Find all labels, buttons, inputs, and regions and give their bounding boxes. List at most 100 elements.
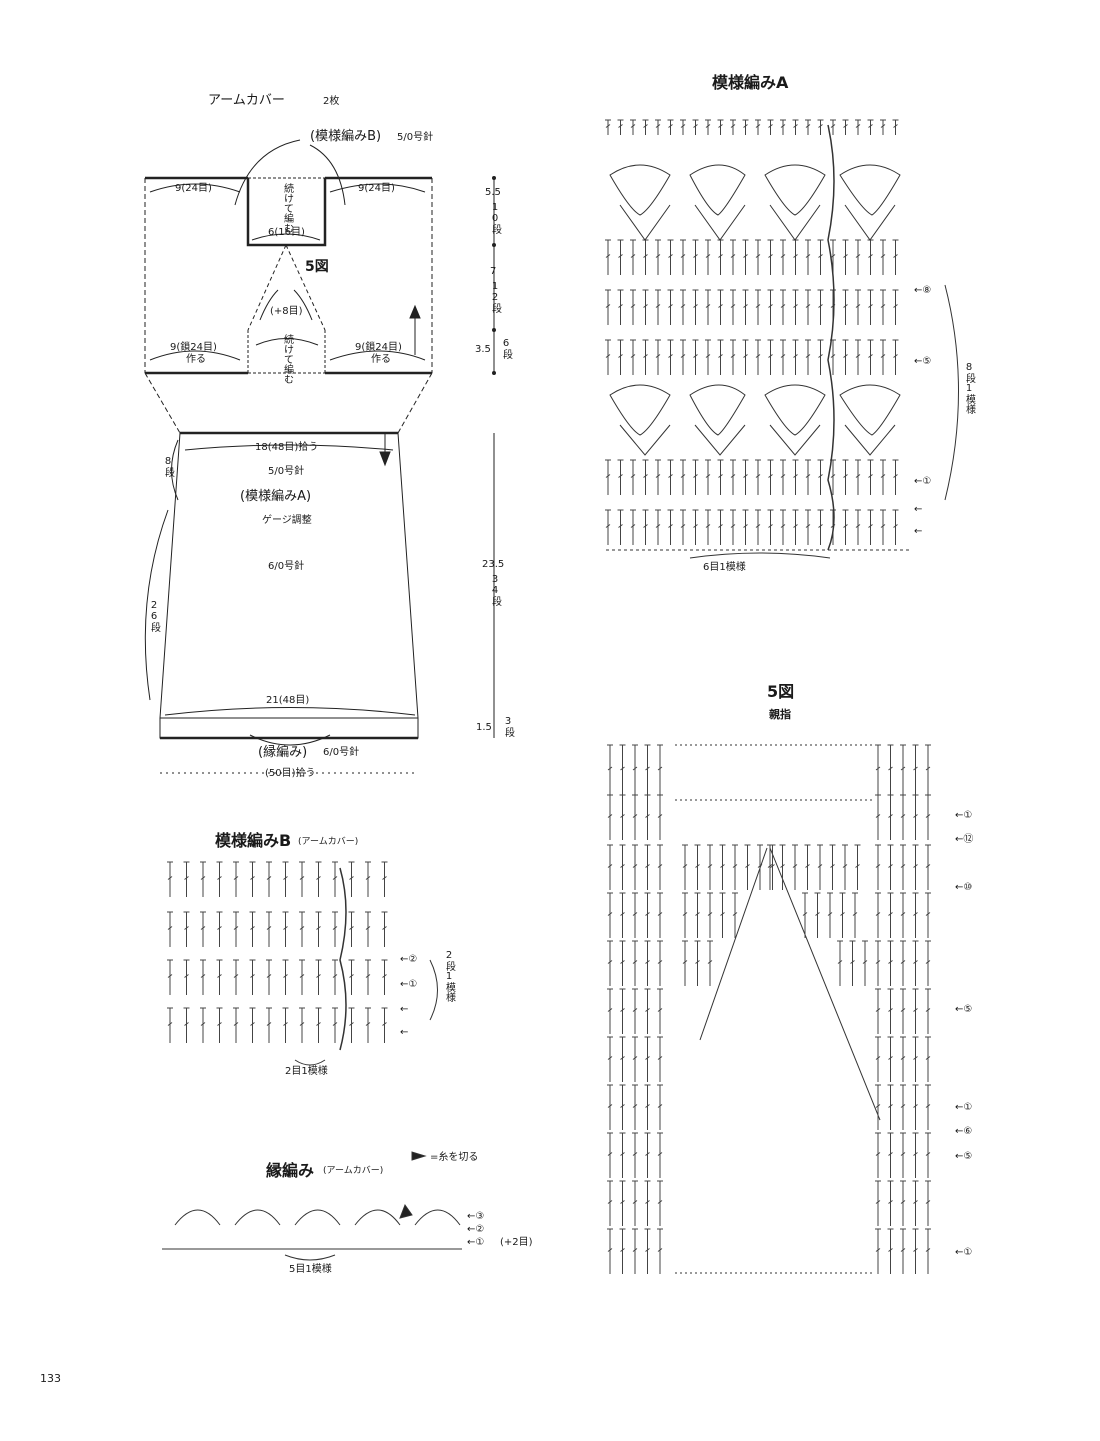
stitch-symbol [655, 459, 661, 495]
stitch-symbol [707, 940, 713, 986]
stitch-symbol [887, 1084, 894, 1130]
stitch-symbol [692, 509, 699, 545]
stitch-symbol [630, 459, 636, 495]
stitch-symbol [925, 988, 931, 1034]
stitch-symbol [619, 1036, 626, 1082]
stitch-symbol [842, 509, 849, 545]
stitch-symbol [912, 744, 919, 795]
stitch-symbol [767, 844, 773, 890]
armcover-count: 2枚 [323, 96, 340, 107]
stitch-symbol [780, 459, 786, 495]
stitch-symbol [742, 459, 749, 495]
stitch-symbol [744, 844, 751, 890]
top-left-width: 9(24目) [175, 183, 212, 194]
stitch-symbol [348, 959, 355, 995]
stitch-symbol [381, 861, 388, 897]
top-right-width: 9(24目) [358, 183, 395, 194]
stitch-symbol [692, 119, 699, 135]
stitch-symbol [682, 940, 688, 986]
stitch-symbol [912, 1180, 919, 1226]
stitch-symbol [348, 1007, 355, 1043]
stitch-symbol [644, 1084, 651, 1130]
stitch-symbol [805, 289, 811, 325]
stitch-symbol [817, 119, 824, 135]
stitch-symbol [900, 1180, 906, 1226]
stitch-symbol [892, 459, 899, 495]
stitch-symbol [632, 1228, 638, 1274]
stitch-symbol [282, 911, 289, 947]
stitch-symbol [780, 509, 786, 545]
stitch-symbol [875, 794, 881, 840]
stitch-symbol [900, 940, 906, 986]
stitch-symbol [644, 794, 651, 840]
stitch-symbol [842, 239, 849, 275]
stitch-symbol [900, 1132, 906, 1178]
bottom-width: 21(48目) [266, 695, 310, 706]
stitch-symbol [644, 744, 651, 795]
stitch-symbol [717, 289, 724, 325]
figure5-title: 5図 [767, 682, 795, 701]
figure5-marker: ←① [955, 1247, 973, 1258]
stitch-symbol [792, 459, 799, 495]
dim-1-5-rows: 3段 [502, 716, 514, 737]
figure5-subtitle: 親指 [769, 708, 791, 721]
stitch-symbol [619, 794, 626, 840]
plus8: (+8目) [270, 306, 303, 317]
stitch-symbol [630, 239, 636, 275]
stitch-symbol [705, 289, 711, 325]
stitch-symbol [655, 119, 661, 135]
figure5-marker: ←⑫ [955, 834, 974, 845]
stitch-symbol [925, 1036, 931, 1082]
rows-26: 26段 [148, 600, 160, 632]
stitch-symbol [657, 1084, 663, 1130]
stitch-symbol [607, 844, 613, 890]
stitch-symbol [730, 459, 736, 495]
stitch-symbol [925, 794, 931, 840]
stitch-symbol [657, 1228, 663, 1274]
stitch-symbol [767, 119, 774, 135]
pick-top: 18(48目)拾う [255, 442, 319, 453]
pattern-a-title: 模様編みA [712, 73, 789, 92]
stitch-symbol [632, 794, 638, 840]
stitch-symbol [852, 892, 858, 938]
stitch-symbol [900, 988, 906, 1034]
pattern-a-repeat: 6目1模様 [703, 562, 746, 573]
stitch-symbol [705, 119, 711, 135]
edging-subtitle: (アームカバー) [323, 1166, 384, 1176]
stitch-symbol [630, 339, 636, 375]
edging-repeat: 5目1模様 [289, 1264, 332, 1275]
stitch-symbol [680, 459, 686, 495]
stitch-symbol [875, 844, 881, 890]
stitch-symbol [249, 911, 256, 947]
stitch-symbol [632, 1132, 638, 1178]
stitch-symbol [365, 861, 371, 897]
stitch-symbol [266, 1007, 272, 1043]
stitch-symbol [655, 239, 661, 275]
stitch-symbol [792, 509, 799, 545]
stitch-symbol [605, 119, 611, 135]
figure5-marker: ←⑩ [955, 882, 973, 893]
stitch-symbol [200, 959, 206, 995]
stitch-symbol [755, 119, 761, 135]
stitch-symbol [632, 1180, 638, 1226]
stitch-symbol [925, 1132, 931, 1178]
stitch-symbol [692, 339, 699, 375]
stitch-symbol [332, 861, 338, 897]
stitch-symbol [875, 1180, 881, 1226]
stitch-symbol [667, 339, 674, 375]
continue-bottom: 続けて編む [281, 334, 293, 384]
stitch-symbol [880, 239, 886, 275]
stitch-symbol [282, 959, 289, 995]
stitch-symbol [792, 844, 798, 890]
stitch-symbol [867, 239, 874, 275]
stitch-symbol [817, 339, 824, 375]
stitch-symbol [855, 239, 861, 275]
stitch-symbol [642, 459, 649, 495]
stitch-symbol [605, 239, 611, 275]
stitch-symbol [680, 509, 686, 545]
stitch-symbol [680, 339, 686, 375]
dim-23-5-rows: 34段 [489, 574, 501, 606]
stitch-symbol [630, 509, 636, 545]
stitch-symbol [867, 119, 874, 135]
stitch-symbol [767, 239, 774, 275]
